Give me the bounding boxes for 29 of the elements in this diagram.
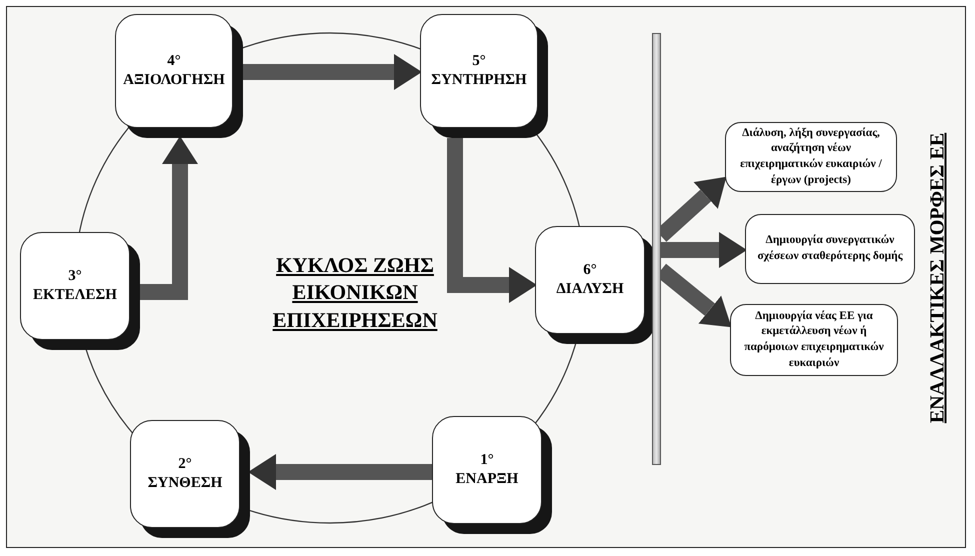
stage-box bbox=[535, 226, 655, 344]
stage-label: 2° bbox=[178, 455, 192, 474]
stage-box bbox=[420, 14, 548, 138]
option-box: Δημιουργία νέας ΕΕ για εκμετάλλευση νέων ή παρόμοιων επιχειρηματικών ευκαιριών bbox=[730, 304, 898, 376]
side-heading: ΕΝΑΛΛΑΚΤΙΚΕΣ ΜΟΡΦΕΣ ΕΕ bbox=[926, 132, 950, 424]
block-arrow bbox=[243, 54, 422, 90]
stage-box bbox=[130, 420, 250, 538]
stage-box bbox=[432, 416, 552, 534]
stage-label: ΕΚΤΕΛΕΣΗ bbox=[33, 286, 117, 305]
option-box: Δημιουργία συνεργατικών σχέσεων σταθερότερης δομής bbox=[745, 214, 915, 284]
stage-label: ΑΞΙΟΛΟΓΗΣΗ bbox=[123, 71, 225, 90]
stage-label: 3° bbox=[68, 267, 82, 286]
stage-label: ΣΥΝΘΕΣΗ bbox=[148, 474, 222, 493]
stage-label: ΕΝΑΡΞΗ bbox=[456, 470, 518, 489]
stage-box bbox=[20, 232, 140, 350]
divider-bar bbox=[652, 33, 661, 465]
diagram-title: ΚΥΚΛΟΣ ΖΩΗΣ ΕΙΚΟΝΙΚΩΝ ΕΠΙΧΕΙΡΗΣΕΩΝ bbox=[272, 252, 438, 334]
stage-label: 5° bbox=[472, 52, 486, 71]
block-arrow bbox=[248, 454, 432, 490]
block-arrow bbox=[447, 138, 537, 303]
stage-label: 6° bbox=[583, 261, 597, 280]
option-box: Διάλυση, λήξη συνεργασίας, αναζήτηση νέων επιχειρηματικών ευκαιριών / έργων (projects) bbox=[725, 122, 897, 192]
stage-label: ΣΥΝΤΗΡΗΣΗ bbox=[431, 71, 527, 90]
stage-label: 1° bbox=[480, 451, 494, 470]
stage-box bbox=[115, 14, 243, 138]
block-arrow bbox=[140, 136, 198, 300]
stage-label: 4° bbox=[167, 52, 181, 71]
stage-label: ΔΙΑΛΥΣΗ bbox=[556, 280, 624, 299]
block-arrow bbox=[661, 232, 747, 268]
